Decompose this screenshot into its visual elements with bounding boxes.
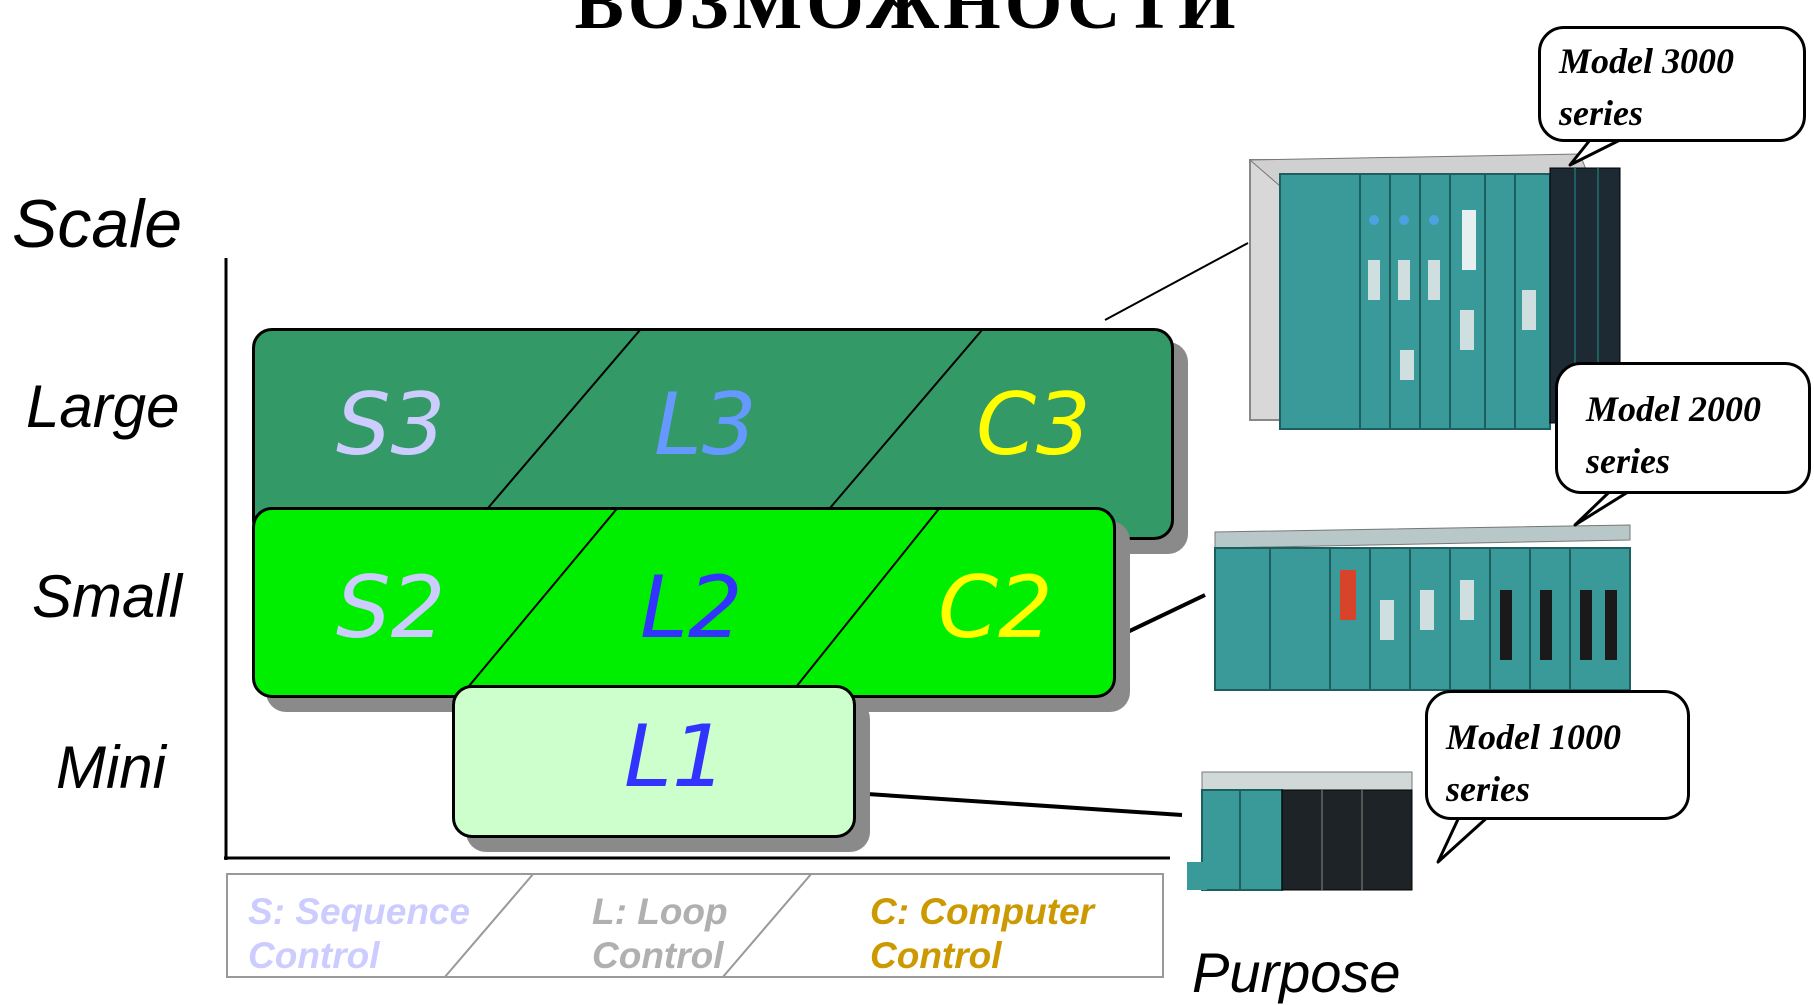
model-3000-rack-image	[1248, 153, 1621, 430]
model-2000-line2: series	[1586, 441, 1670, 481]
large-divider-1	[487, 328, 644, 509]
cell-l3: L3	[654, 375, 757, 475]
large-band-dividers	[487, 328, 986, 509]
cell-c2: C2	[938, 558, 1053, 658]
legend-dividers	[443, 873, 813, 978]
model-2000-line1: Model 2000	[1586, 389, 1761, 429]
connector-3000	[1104, 242, 1249, 321]
cell-c3: C3	[976, 375, 1091, 475]
small-divider-2	[791, 507, 942, 692]
level-small-label: Small	[32, 563, 183, 630]
legend-divider-2	[721, 873, 813, 978]
level-mini-label: Mini	[56, 734, 167, 801]
model-1000-line1: Model 1000	[1446, 717, 1621, 757]
small-band-dividers	[463, 507, 942, 692]
large-scale-band	[252, 328, 1174, 540]
cell-l2: L2	[640, 558, 743, 658]
model-3000-line2: series	[1559, 93, 1643, 133]
legend-sequence-line2: Control	[248, 935, 380, 976]
model-2000-rack-image	[1214, 524, 1631, 691]
legend-sequence: S: Sequence Control	[248, 890, 470, 978]
cell-s2: S2	[336, 558, 446, 658]
model-2000-callout: Model 2000 series	[1555, 362, 1811, 494]
model-1000-callout: Model 1000 series	[1425, 690, 1690, 820]
cell-s3: S3	[336, 375, 446, 475]
legend-loop-line2: Control	[592, 935, 724, 976]
mini-scale-band	[452, 685, 856, 838]
connector-1000	[851, 791, 1183, 817]
cell-l1: L1	[624, 707, 727, 807]
x-axis-label: Purpose	[1192, 941, 1401, 1004]
legend-loop-line1: L: Loop	[592, 891, 728, 932]
legend-computer-line1: C: Computer	[870, 891, 1095, 932]
legend-divider-1	[443, 873, 535, 978]
legend-computer-line2: Control	[870, 935, 1002, 976]
level-large-label: Large	[26, 373, 180, 440]
large-divider-2	[829, 328, 986, 509]
legend-sequence-line1: S: Sequence	[248, 891, 471, 932]
connector-2000	[1114, 593, 1206, 640]
legend	[226, 873, 1164, 978]
legend-loop: L: Loop Control	[592, 890, 728, 978]
bubble-1000-tail	[1436, 813, 1492, 864]
model-3000-line1: Model 3000	[1559, 41, 1734, 81]
model-1000-rack-image	[1187, 771, 1413, 891]
page-title: возможности	[574, 0, 1240, 45]
y-axis-label: Scale	[12, 186, 183, 262]
model-1000-line2: series	[1446, 769, 1530, 809]
legend-computer: C: Computer Control	[870, 890, 1094, 978]
model-3000-callout: Model 3000 series	[1538, 26, 1806, 142]
small-divider-1	[463, 507, 620, 692]
